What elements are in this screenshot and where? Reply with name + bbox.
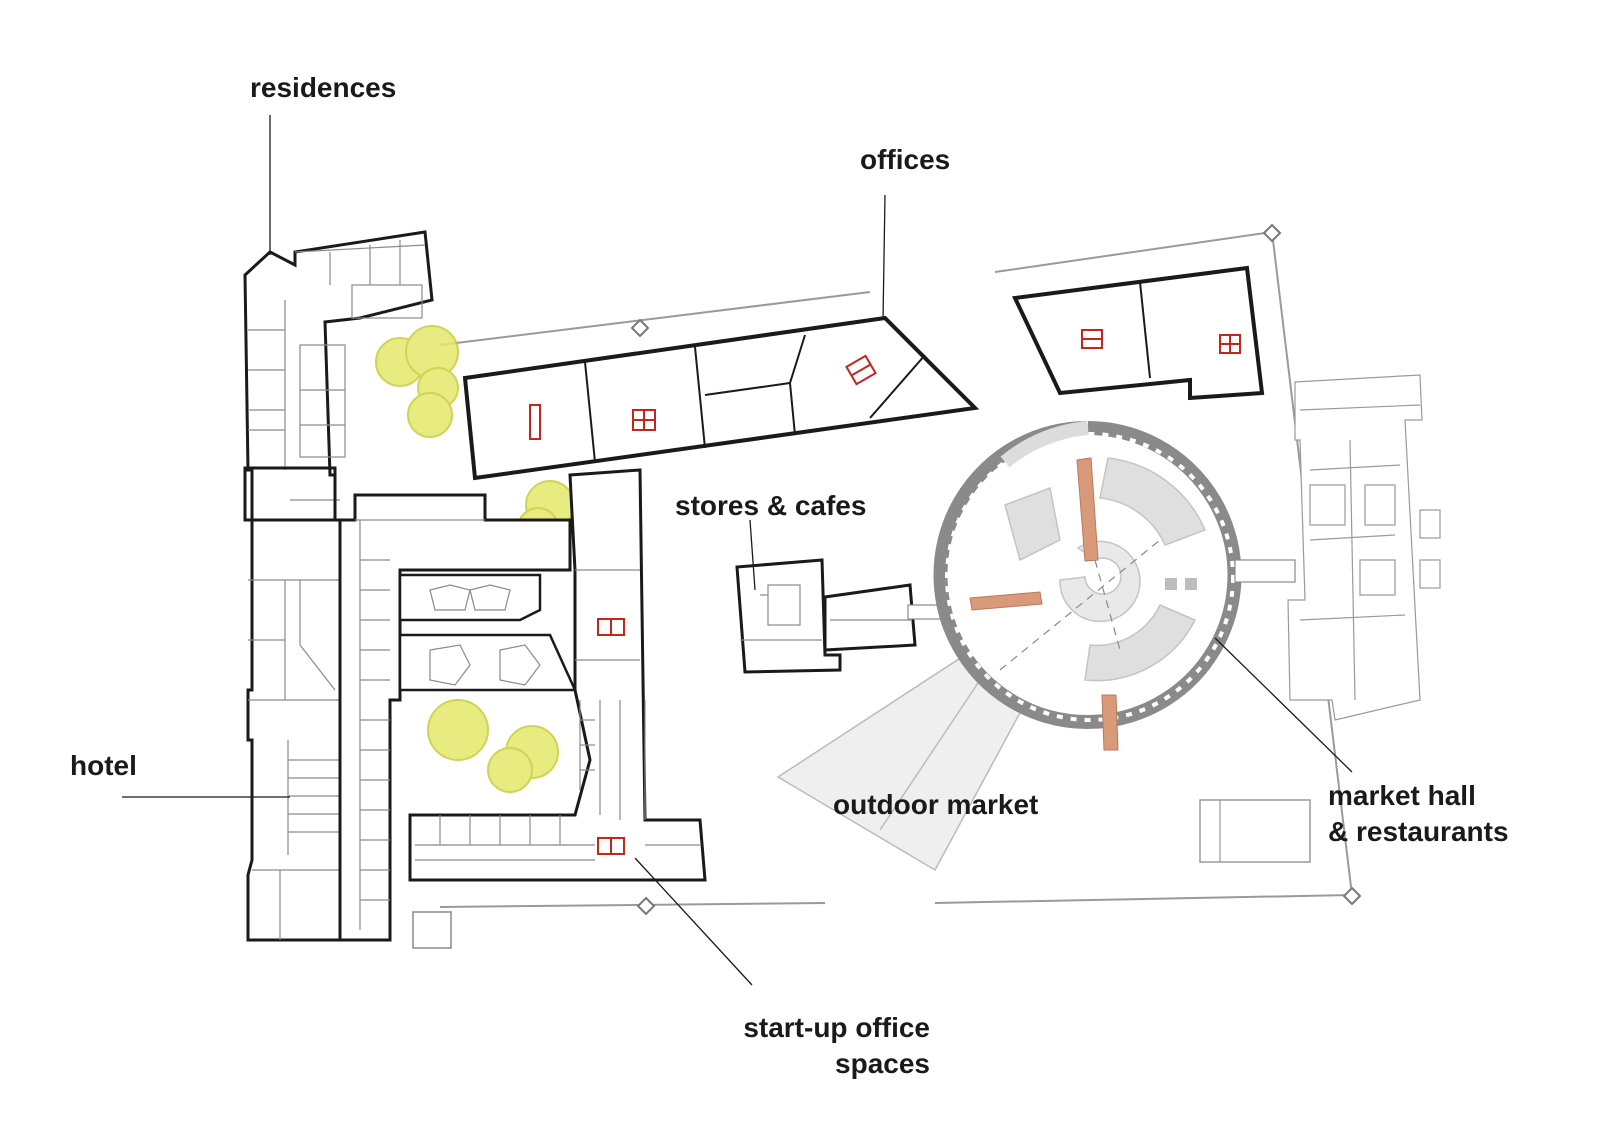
central-block — [398, 573, 577, 692]
label-startup-line2: spaces — [835, 1048, 930, 1079]
label-outdoor-market: outdoor market — [833, 789, 1039, 820]
small-outbuilding — [412, 911, 452, 949]
boundary-markers — [630, 223, 1362, 916]
offices-building — [462, 315, 980, 481]
offices-building-east — [1012, 265, 1265, 401]
hotel-inner-wing — [338, 493, 572, 942]
startup-office-building — [408, 468, 707, 882]
label-offices: offices — [860, 144, 951, 175]
label-startup-line1: start-up office — [743, 1012, 930, 1043]
stores-cafes-building — [735, 558, 959, 674]
label-residences: residences — [250, 72, 397, 103]
courtyard-trees — [375, 325, 575, 793]
leader-lines — [122, 115, 1353, 986]
context-building-east — [1199, 374, 1441, 863]
label-market-hall-line2: & restaurants — [1328, 816, 1509, 847]
label-stores-cafes: stores & cafes — [675, 490, 867, 521]
label-hotel: hotel — [70, 750, 137, 781]
label-market-hall-line1: market hall — [1328, 780, 1476, 811]
market-hall-rotunda — [933, 421, 1296, 751]
